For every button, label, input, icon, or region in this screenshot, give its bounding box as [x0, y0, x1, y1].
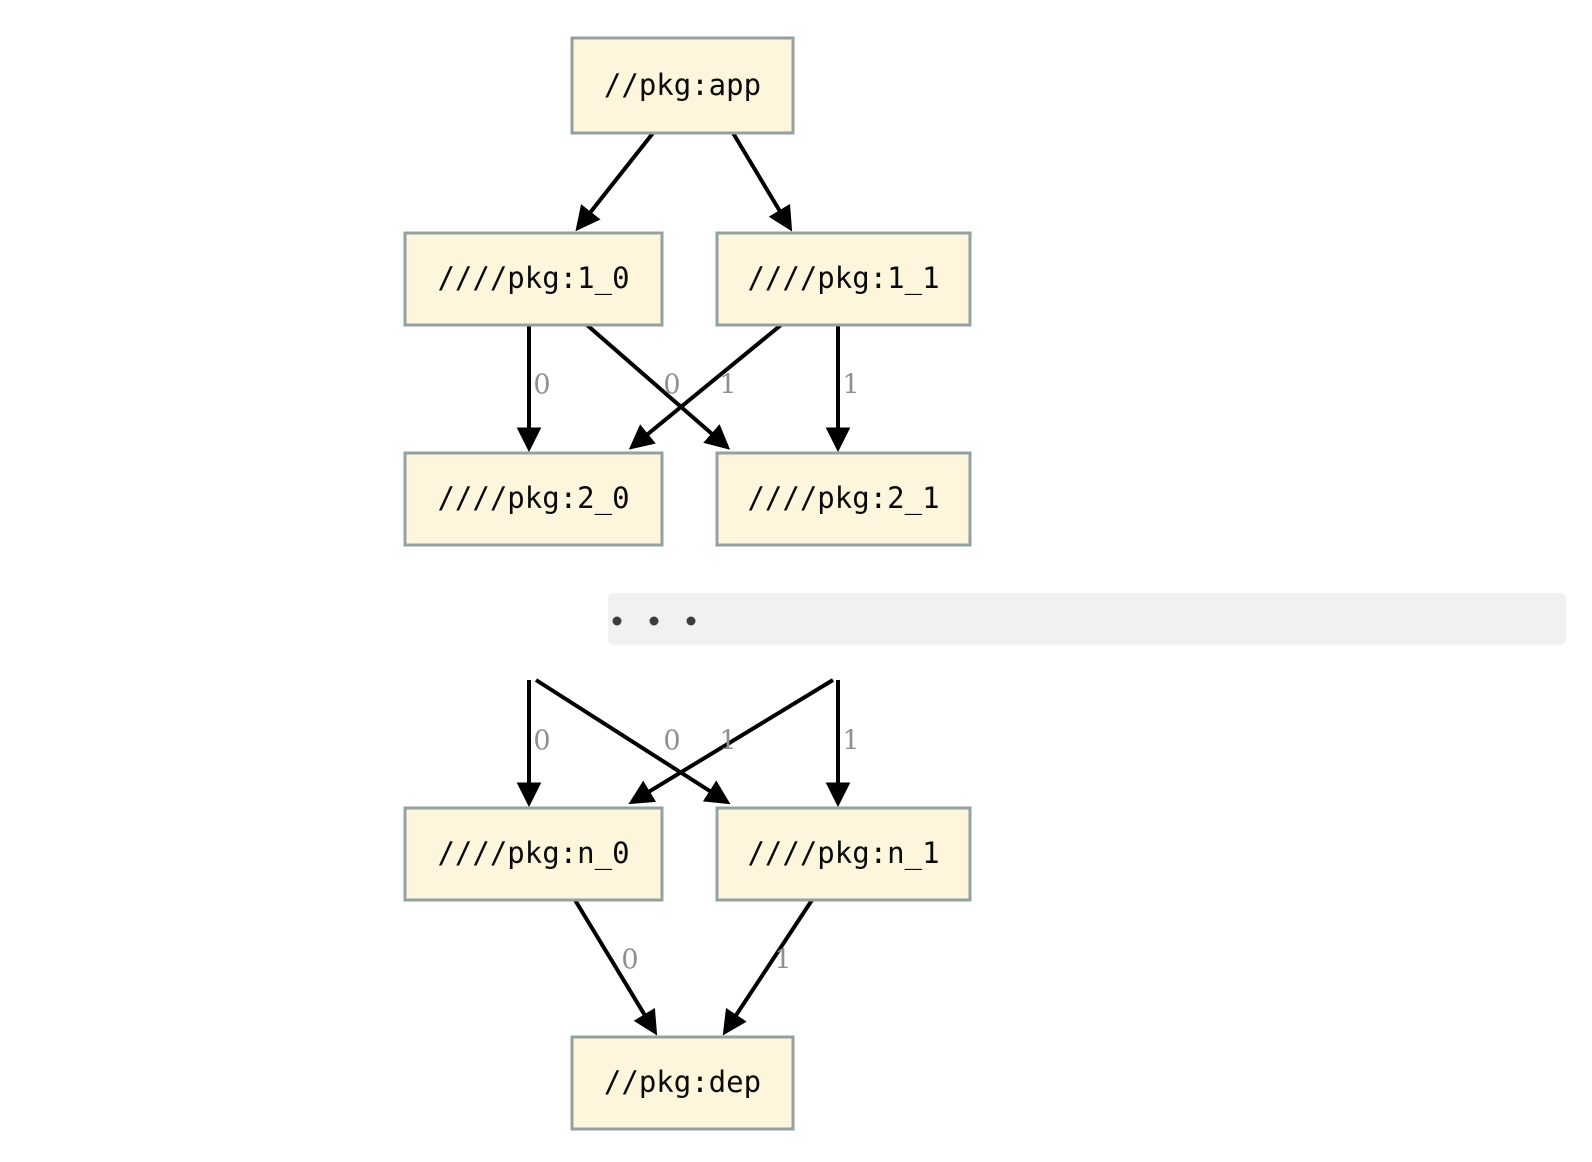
- edge-n-to-n_0-cross: 1: [628, 678, 835, 805]
- node-label-dep: //pkg:dep: [604, 1065, 761, 1099]
- node-1_0[interactable]: ////pkg:1_0: [403, 231, 664, 327]
- node-box[interactable]: [570, 1035, 795, 1131]
- edge-n-to-n_0: 0: [516, 680, 551, 808]
- node-box[interactable]: [403, 231, 664, 327]
- edge-label-1_0-to-2_1: 0: [663, 370, 680, 401]
- ellipsis-dot-2: [649, 616, 659, 626]
- node-1_1[interactable]: ////pkg:1_1: [715, 231, 972, 327]
- node-dep[interactable]: //pkg:dep: [570, 1035, 795, 1131]
- edge-1_1-to-2_1: 1: [825, 325, 860, 453]
- ellipsis-dot-1: [612, 616, 622, 626]
- node-label-2_1: ////pkg:2_1: [747, 481, 939, 516]
- node-n_1[interactable]: ////pkg:n_1: [715, 806, 972, 902]
- edge-n-to-n_1-cross: 0: [534, 678, 731, 805]
- edge-line: [722, 898, 814, 1036]
- edge-line: [628, 323, 783, 450]
- node-label-app: //pkg:app: [604, 68, 761, 102]
- edge-1_0-to-2_0: 0: [516, 325, 551, 453]
- node-n_0[interactable]: ////pkg:n_0: [403, 806, 664, 902]
- edge-1_0-to-2_1: 0: [585, 323, 731, 450]
- edge-label-n_1-to-dep: 1: [774, 945, 791, 976]
- edge-n_0-to-dep: 0: [573, 898, 658, 1036]
- node-box[interactable]: [715, 231, 972, 327]
- edge-label-1_0-to-2_0: 0: [533, 370, 550, 401]
- node-box[interactable]: [570, 36, 795, 135]
- edge-app-to-1_0: [575, 131, 655, 232]
- node-box[interactable]: [715, 451, 972, 547]
- edge-label-n-to-n_1: 1: [842, 726, 859, 757]
- edge-n_1-to-dep: 1: [722, 898, 814, 1036]
- node-2_1[interactable]: ////pkg:2_1: [715, 451, 972, 547]
- edge-label-n_0-to-dep: 0: [621, 945, 638, 976]
- node-box[interactable]: [403, 451, 664, 547]
- ellipsis-band: [608, 593, 1566, 645]
- node-label-2_0: ////pkg:2_0: [437, 481, 629, 516]
- edge-label-1_1-to-2_1: 1: [842, 370, 859, 401]
- node-label-1_1: ////pkg:1_1: [747, 261, 939, 296]
- edge-line: [573, 898, 658, 1036]
- edge-label-1_1-to-2_0: 1: [719, 370, 736, 401]
- node-label-1_0: ////pkg:1_0: [437, 261, 629, 296]
- edge-label-n-to-n_0-cross: 1: [719, 726, 736, 757]
- node-2_0[interactable]: ////pkg:2_0: [403, 451, 664, 547]
- edge-label-n-to-n_0: 0: [533, 726, 550, 757]
- ellipsis-dot-3: [686, 616, 696, 626]
- node-box[interactable]: [403, 806, 664, 902]
- edge-label-n-to-n_1-cross: 0: [663, 726, 680, 757]
- edge-line: [628, 678, 835, 805]
- edge-1_1-to-2_0: 1: [628, 323, 783, 450]
- node-app[interactable]: //pkg:app: [570, 36, 795, 135]
- edge-line: [575, 131, 655, 232]
- ellipsis-separator: [608, 593, 1566, 645]
- node-label-n_1: ////pkg:n_1: [747, 836, 939, 871]
- edge-line: [585, 323, 731, 450]
- edge-app-to-1_1: [731, 131, 793, 232]
- edge-line: [731, 131, 793, 232]
- edge-n-to-n_1: 1: [825, 680, 860, 808]
- node-label-n_0: ////pkg:n_0: [437, 836, 629, 871]
- node-box[interactable]: [715, 806, 972, 902]
- edge-line: [534, 678, 731, 805]
